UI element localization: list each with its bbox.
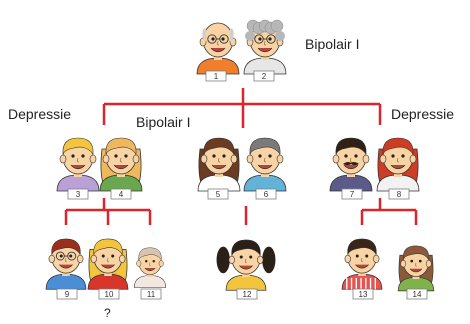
person-1: 1 — [196, 22, 240, 82]
girl-face — [87, 238, 129, 290]
number-box-8 — [388, 188, 410, 200]
person-number-5: 5 — [216, 190, 221, 199]
number-box-12 — [236, 288, 258, 300]
number-box-11 — [140, 288, 162, 300]
number-box-9 — [56, 288, 78, 300]
person-10: 10 — [87, 238, 129, 300]
person-6: 6 — [243, 137, 287, 200]
person-14: 14 — [397, 245, 435, 300]
person-4: 4 — [99, 137, 143, 200]
mustache-man-face — [329, 137, 373, 192]
person-number-8: 8 — [397, 190, 402, 199]
middle-couple-diagnosis-label: Bipolair I — [136, 114, 191, 130]
grandparents-diagnosis-label: Bipolair I — [305, 36, 360, 52]
person-number-12: 12 — [243, 290, 252, 299]
right-couple-diagnosis-label: Depressie — [391, 106, 455, 122]
person-2: 2 — [243, 19, 287, 82]
old-woman-face — [243, 19, 287, 75]
person-12: 12 — [216, 239, 276, 300]
number-box-13 — [352, 288, 374, 300]
person-number-10: 10 — [105, 290, 114, 299]
person-13: 13 — [341, 238, 383, 300]
left-couple-diagnosis-label: Depressie — [8, 106, 72, 122]
baby-face — [133, 247, 167, 288]
girl-face — [397, 245, 435, 292]
person-9: 9 — [45, 238, 87, 300]
person-5: 5 — [197, 137, 241, 200]
woman-face — [376, 137, 420, 192]
person-number-1: 1 — [214, 72, 219, 81]
unknown-child-question-mark: ? — [104, 306, 111, 320]
boy-face — [45, 238, 87, 290]
person-3: 3 — [56, 137, 100, 200]
person-number-4: 4 — [119, 190, 124, 199]
old-man-face — [196, 22, 240, 75]
girl-face — [216, 239, 276, 291]
number-box-14 — [406, 288, 428, 300]
person-number-14: 14 — [413, 290, 422, 299]
number-box-6 — [255, 188, 277, 200]
man-face — [56, 137, 100, 192]
number-box-7 — [341, 188, 363, 200]
woman-face — [197, 137, 241, 192]
woman-face — [99, 137, 143, 192]
person-11: 11 — [133, 247, 167, 300]
person-number-9: 9 — [65, 290, 70, 299]
person-number-11: 11 — [147, 290, 156, 299]
connector-lines — [64, 88, 418, 225]
number-box-4 — [110, 188, 132, 200]
number-box-1 — [205, 70, 227, 82]
person-number-7: 7 — [350, 190, 355, 199]
number-box-10 — [98, 288, 120, 300]
number-box-2 — [253, 70, 275, 82]
person-number-13: 13 — [359, 290, 368, 299]
person-7: 7 — [329, 137, 373, 200]
boy-face — [341, 238, 383, 290]
man-face — [243, 137, 287, 192]
number-box-3 — [67, 188, 89, 200]
person-number-3: 3 — [76, 190, 81, 199]
person-number-2: 2 — [262, 72, 267, 81]
person-number-6: 6 — [264, 190, 269, 199]
person-8: 8 — [376, 137, 420, 200]
number-box-5 — [207, 188, 229, 200]
